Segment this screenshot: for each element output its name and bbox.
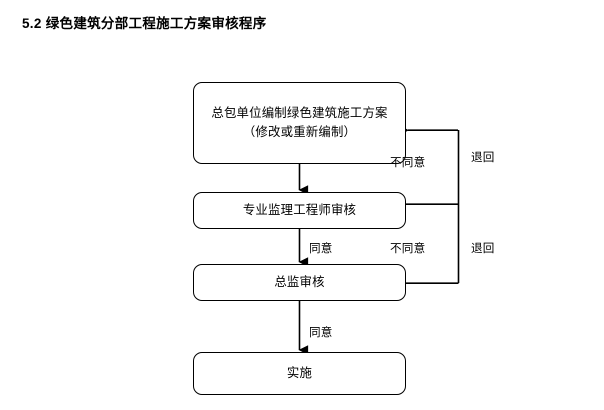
page-title: 5.2 绿色建筑分部工程施工方案审核程序 [22,16,267,31]
flow-node-chief-review-label: 总监审核 [274,274,325,289]
flow-node-draft[interactable]: 总包单位编制绿色建筑施工方案 （修改或重新编制） [193,82,406,164]
edge-label-return-1: 退回 [471,151,495,164]
flow-node-chief-review[interactable]: 总监审核 [193,264,406,301]
flow-node-execute[interactable]: 实施 [193,352,406,395]
edge-label-return-2: 退回 [471,242,495,255]
flow-node-spec-review-label: 专业监理工程师审核 [242,202,357,217]
edge-label-reject-2: 不同意 [390,242,426,255]
flow-node-execute-label: 实施 [286,365,313,380]
flow-node-spec-review[interactable]: 专业监理工程师审核 [193,192,406,229]
flow-node-draft-label: 总包单位编制绿色建筑施工方案 （修改或重新编制） [211,105,388,139]
edge-label-reject-1: 不同意 [390,156,426,169]
edge-label-agree-1: 同意 [309,242,333,255]
edge-label-agree-2: 同意 [309,326,333,339]
